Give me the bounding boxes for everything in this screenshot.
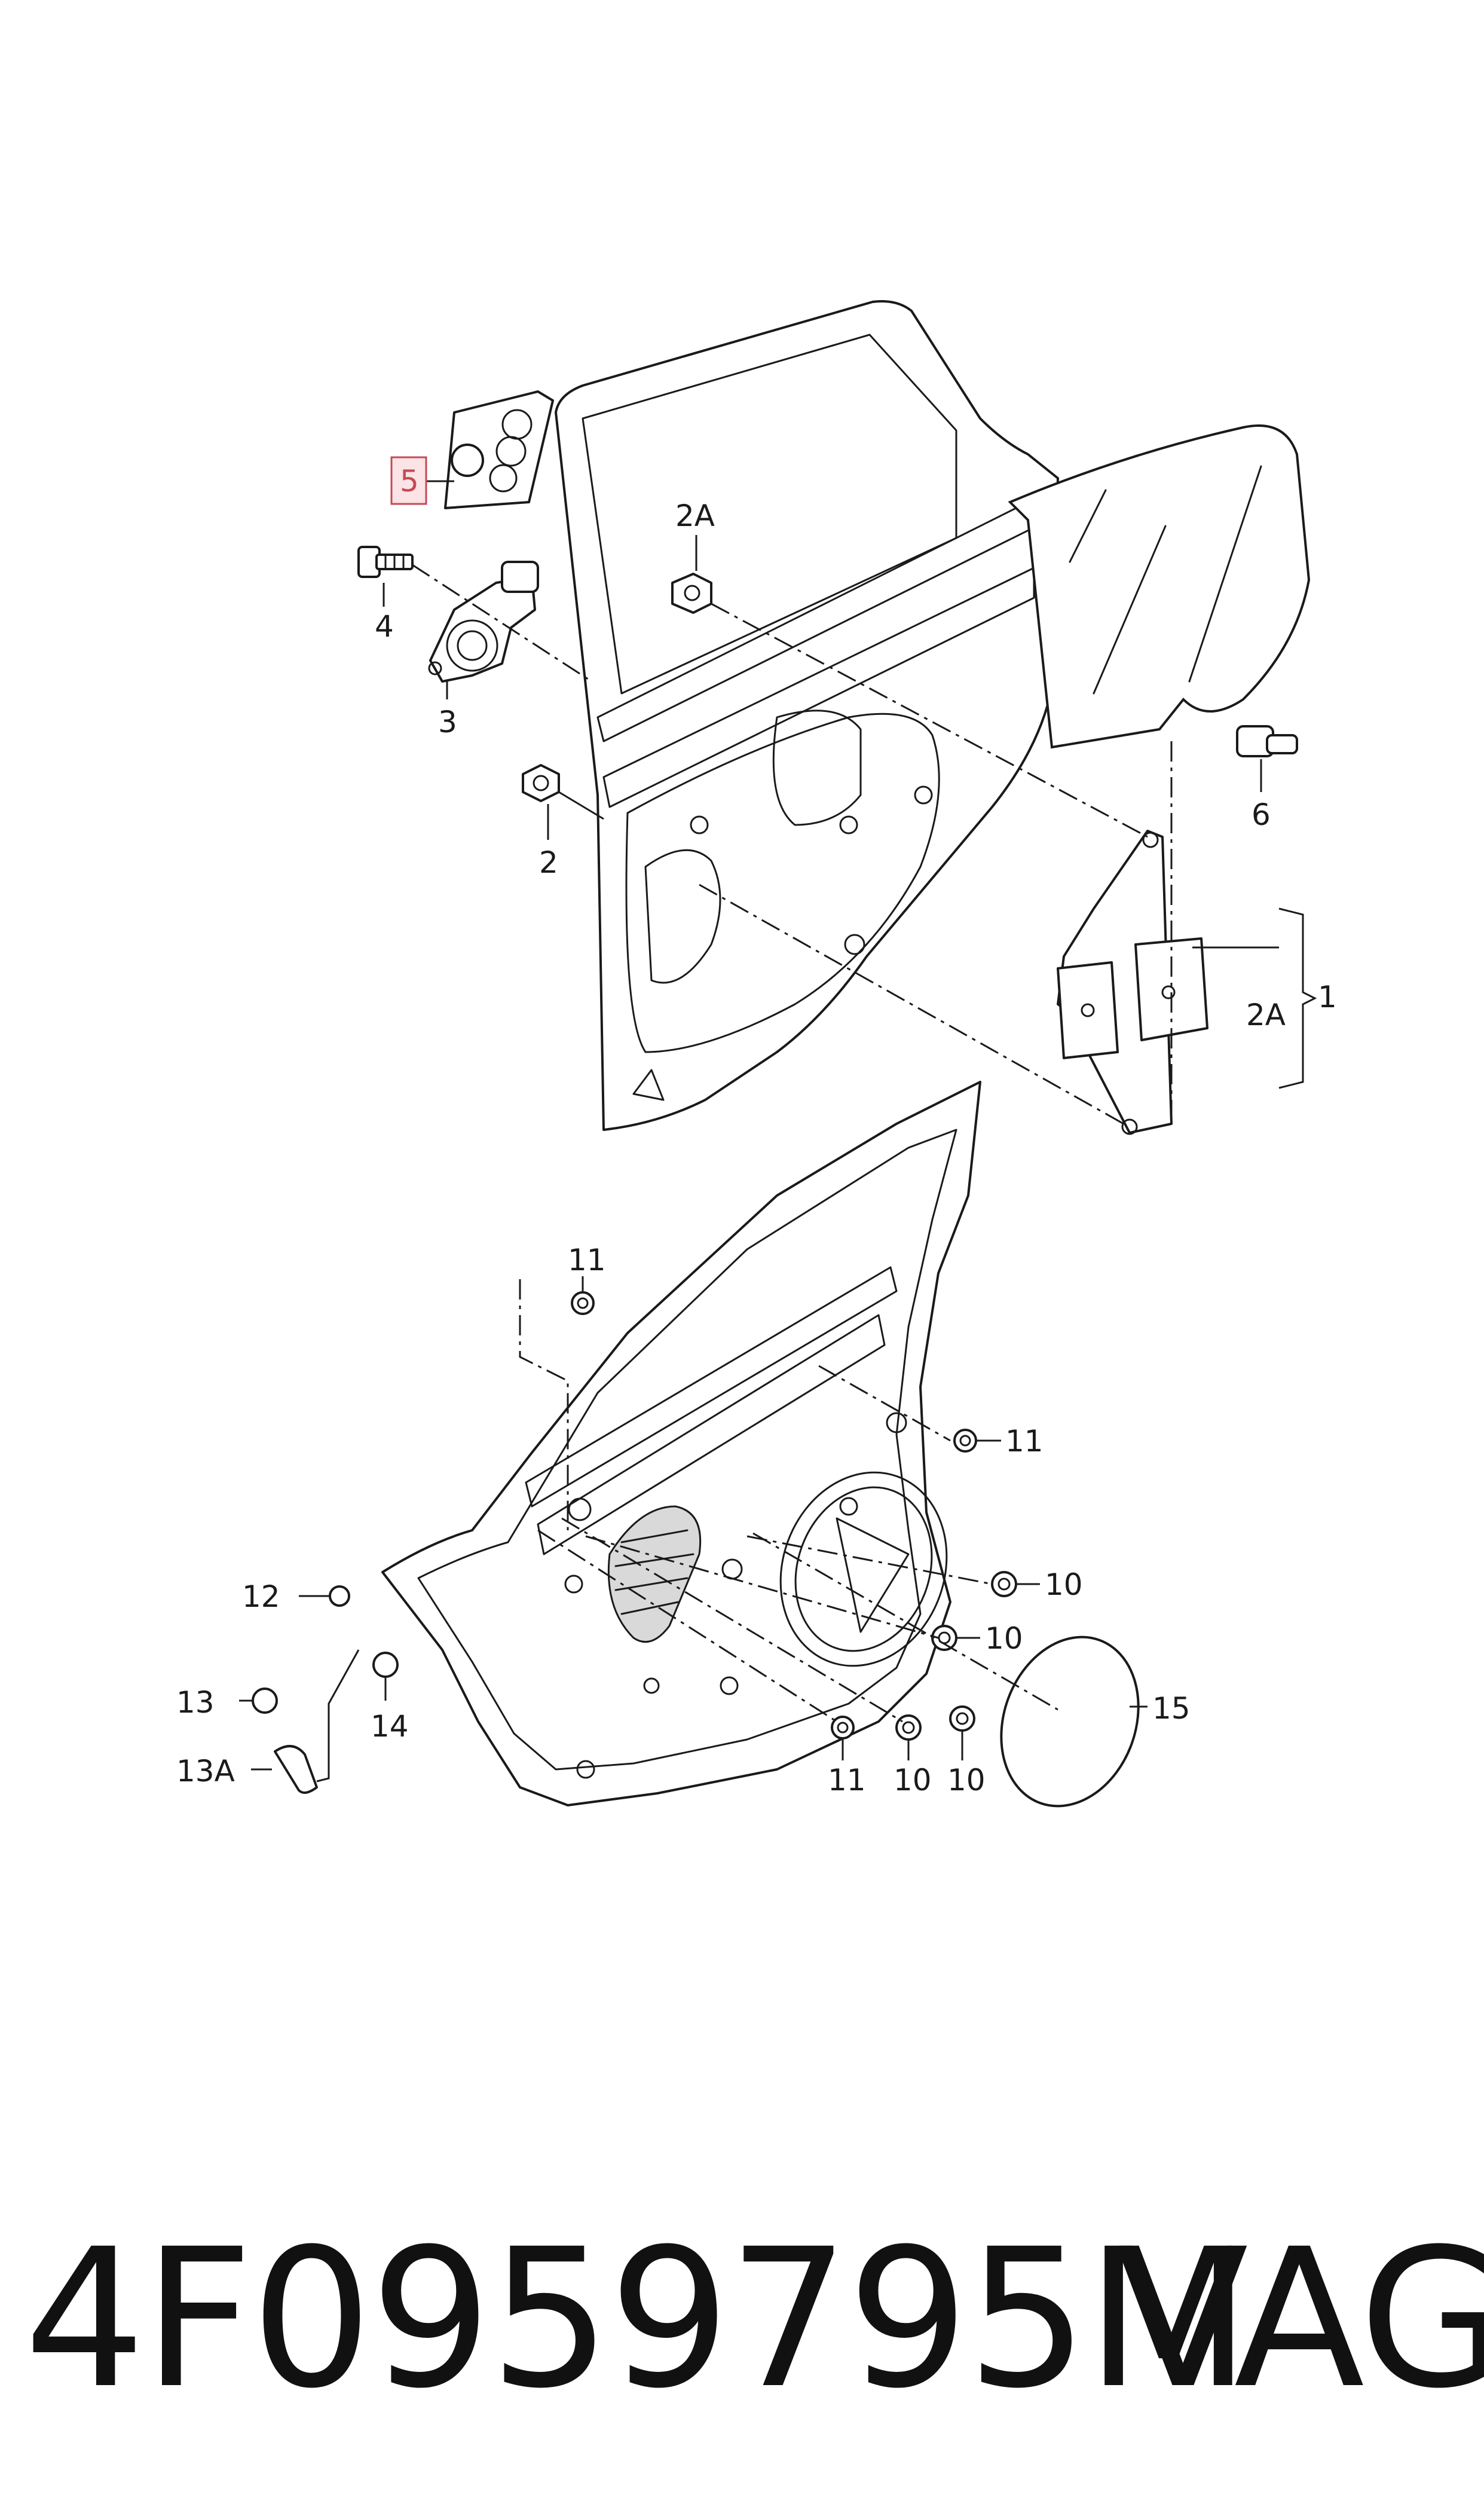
- callout-5: 5: [400, 464, 419, 499]
- stud: [1236, 725, 1298, 757]
- callout-15: 15: [1152, 1691, 1191, 1726]
- callout-2a-side: 2A: [1246, 998, 1286, 1032]
- window-regulator: [1057, 830, 1208, 1135]
- callout-2: 2: [539, 845, 558, 880]
- rear-door-frame-upper: [555, 300, 1059, 1131]
- callout-5-highlight: [390, 456, 427, 505]
- inner-panel-holes: [564, 1412, 907, 1779]
- callout-6: 6: [1252, 797, 1271, 832]
- callout-14: 14: [371, 1709, 409, 1744]
- callout-13: 13: [176, 1685, 215, 1720]
- callout-11-top: 11: [568, 1243, 606, 1277]
- control-unit: [444, 390, 554, 509]
- callout-11-bottom: 11: [828, 1763, 866, 1797]
- window-motor: [428, 561, 539, 683]
- callout-13a: 13A: [176, 1754, 235, 1789]
- bolt: [357, 546, 414, 578]
- rear-door-frame-lower: [381, 1081, 981, 1806]
- cover-disc: [1000, 1635, 1140, 1808]
- leader-lines-lower: [239, 1276, 1148, 1783]
- door-window-glass: [1008, 424, 1311, 749]
- callout-12: 12: [242, 1579, 280, 1614]
- callout-10-bottom-a: 10: [894, 1763, 932, 1797]
- callout-2a-top: 2A: [675, 499, 715, 533]
- callout-4: 4: [375, 609, 394, 644]
- part-number: 4F0959795M: [24, 2208, 1251, 2431]
- footer: 4F0959795M VAG: [24, 2208, 1484, 2431]
- nut-2: [522, 764, 560, 802]
- callout-3: 3: [438, 705, 457, 739]
- leader-lines-upper: [383, 480, 1317, 1125]
- callout-10-right-b: 10: [985, 1621, 1023, 1656]
- callout-10-bottom-b: 10: [947, 1763, 986, 1797]
- callout-labels: 5 4 3 2 2A 6 2A 1 11 11 10 10 11 10 10 1…: [176, 456, 1337, 1797]
- callout-11-right: 11: [1005, 1424, 1044, 1459]
- speaker-ring: [779, 1471, 948, 1667]
- brand-name: VAG: [1118, 2208, 1484, 2431]
- callout-1: 1: [1318, 980, 1337, 1014]
- callout-10-right-a: 10: [1045, 1567, 1083, 1602]
- nut-2a: [671, 573, 712, 614]
